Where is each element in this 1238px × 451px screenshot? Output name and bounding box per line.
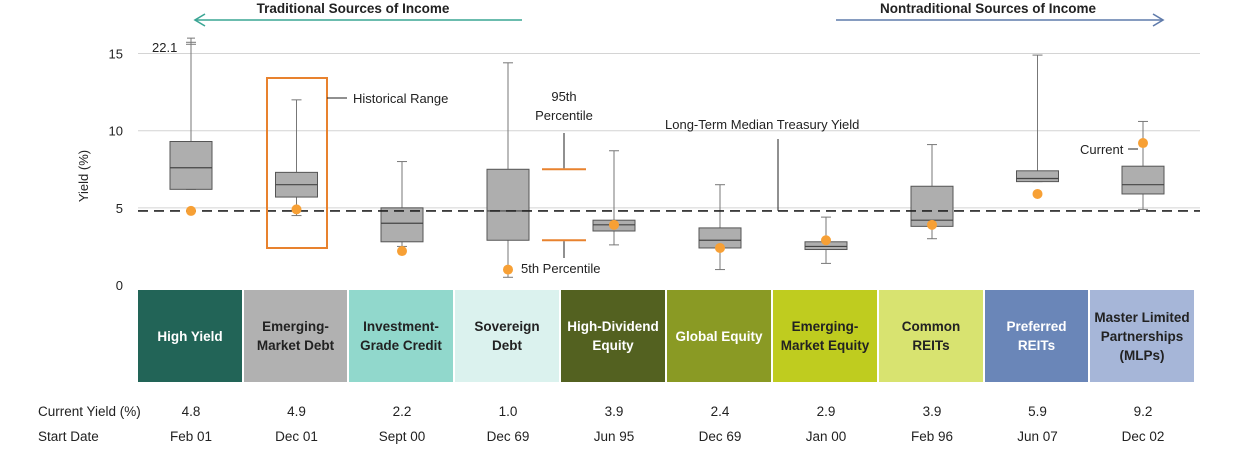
category-label: Sovereign Debt (474, 319, 540, 353)
start-date-value: Jun 95 (593, 429, 635, 444)
yield-box-chart: Traditional Sources of Income Nontraditio… (76, 1, 1200, 290)
box-9 (1121, 165, 1165, 195)
box-8 (1016, 170, 1059, 183)
current-dot-7 (927, 219, 937, 230)
start-date-row-label: Start Date (38, 429, 99, 444)
header-traditional: Traditional Sources of Income (257, 1, 450, 16)
start-date-value: Feb 96 (910, 429, 954, 444)
start-date-value: Dec 69 (698, 429, 742, 444)
current-yield-value: 4.8 (181, 404, 201, 419)
box-0 (169, 141, 213, 190)
category-label: Global Equity (675, 328, 763, 344)
category-label: High-Dividend Equity (567, 319, 659, 353)
start-date-value: Jan 00 (805, 429, 847, 444)
current-dot-6 (821, 235, 831, 246)
y-tick-10: 10 (109, 124, 123, 139)
y-tick-15: 15 (109, 47, 123, 62)
current-dot-1 (291, 204, 302, 215)
current-dot-0 (186, 205, 196, 216)
start-date-value: Jun 07 (1017, 429, 1058, 444)
start-date-value: Sept 00 (378, 429, 426, 444)
category-cell-8: Preferred REITs (985, 290, 1088, 382)
current-yield-value: 2.9 (816, 404, 836, 419)
category-cell-0: High Yield (138, 290, 242, 382)
current-dot-8 (1032, 188, 1043, 199)
category-cell-5: Global Equity (667, 290, 771, 382)
y-axis-label: Yield (%) (76, 150, 91, 202)
start-date-value: Feb 01 (169, 429, 213, 444)
current-dot-4 (609, 219, 619, 230)
header-nontraditional: Nontraditional Sources of Income (880, 1, 1097, 16)
category-label: Preferred REITs (1006, 319, 1067, 353)
box-2 (380, 207, 424, 243)
current-dot-3 (503, 264, 513, 275)
y-tick-5: 5 (116, 201, 123, 216)
category-cell-3: Sovereign Debt (455, 290, 559, 382)
current-dot-9 (1138, 138, 1148, 149)
current-yield-value: 9.2 (1133, 404, 1153, 419)
category-cell-7: Common REITs (879, 290, 983, 382)
category-cell-9: Master Limited Partnerships (MLPs) (1090, 290, 1194, 382)
p5-label: 5th Percentile (521, 261, 601, 276)
historical-range-box (266, 77, 328, 249)
start-date-value: Dec 01 (275, 429, 318, 444)
category-cell-2: Investment-Grade Credit (349, 290, 453, 382)
category-cell-6: Emerging-Market Equity (773, 290, 877, 382)
category-cell-1: Emerging-Market Debt (244, 290, 347, 382)
current-yield-value: 1.0 (498, 404, 518, 419)
start-date-value: Dec 02 (1121, 429, 1165, 444)
category-label: Investment-Grade Credit (360, 319, 442, 353)
category-label: Emerging-Market Debt (256, 319, 335, 353)
current-yield-value: 2.2 (392, 404, 412, 419)
current-label: Current (1080, 142, 1124, 157)
current-yield-value: 3.9 (922, 404, 942, 419)
category-label: Emerging-Market Equity (780, 319, 870, 353)
current-yield-value: 3.9 (604, 404, 624, 419)
category-label: High Yield (157, 328, 223, 344)
treasury-label: Long-Term Median Treasury Yield (665, 117, 859, 132)
current-dot-5 (715, 242, 725, 253)
y-tick-0: 0 (116, 278, 123, 290)
current-yield-value: 5.9 (1028, 404, 1047, 419)
start-date-value: Dec 69 (486, 429, 530, 444)
box-3 (486, 168, 530, 241)
category-label: Common REITs (901, 319, 961, 353)
label-22-1: 22.1 (152, 40, 177, 55)
historical-range-label: Historical Range (353, 91, 448, 106)
current-yield-value: 2.4 (710, 404, 730, 419)
category-cell-4: High-Dividend Equity (561, 290, 665, 382)
category-label: Master Limited Partnerships (MLPs) (1094, 309, 1190, 363)
current-yield-row-label: Current Yield (%) (38, 404, 141, 419)
current-dot-2 (397, 246, 407, 257)
current-yield-value: 4.9 (287, 404, 306, 419)
